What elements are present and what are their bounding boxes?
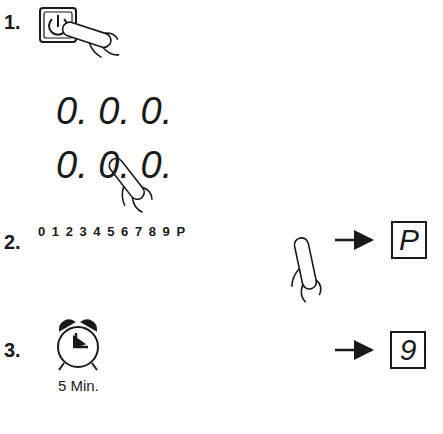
level-scale: 0 1 2 3 4 5 6 7 8 9 P [38,225,185,238]
alarm-clock [58,320,98,370]
display-readout: 0. 0. 0. [56,92,172,130]
display-readout: 0. 0. 0. [56,146,172,184]
value-box: P [391,221,427,259]
step-number: 3. [4,340,21,360]
finger [58,19,125,63]
duration-label: 5 Min. [58,378,99,393]
arrow [335,239,372,242]
step-number: 2. [4,232,21,252]
step-number: 1. [4,12,21,32]
display-digit: P [399,225,419,255]
display-digit: 9 [400,335,417,365]
value-box: 9 [390,331,426,369]
finger [282,236,323,304]
arrow [335,349,372,352]
